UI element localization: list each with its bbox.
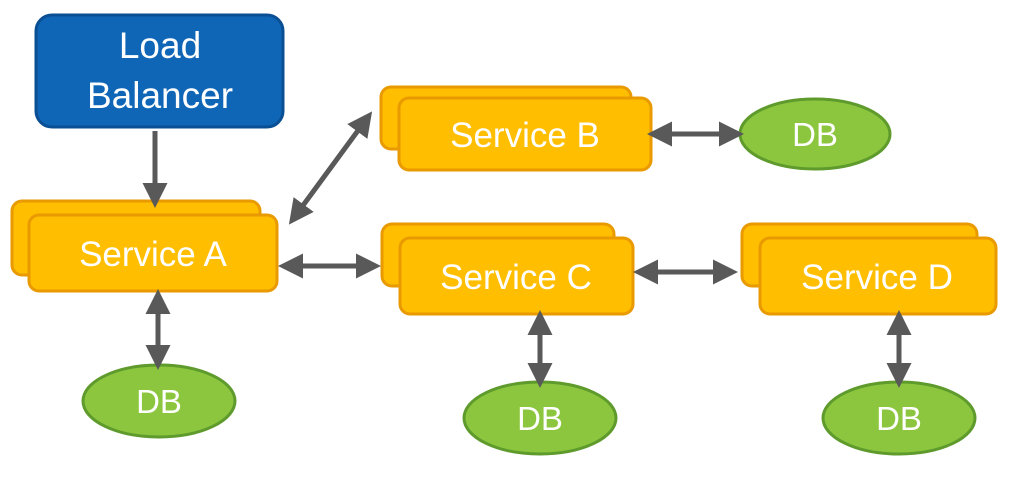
- service-d-label: Service D: [801, 258, 953, 297]
- service-a-label: Service A: [79, 235, 227, 274]
- service-b-node: Service B: [379, 85, 653, 172]
- db-a-node: DB: [81, 363, 237, 439]
- db-c-node: DB: [462, 380, 618, 456]
- service-c-node: Service C: [380, 222, 635, 316]
- service-d-node: Service D: [740, 222, 998, 316]
- db-b-label: DB: [792, 116, 838, 153]
- load-balancer-label-line1: Load: [119, 25, 201, 66]
- db-a-label: DB: [136, 383, 182, 420]
- service-c-label: Service C: [440, 258, 592, 297]
- arrow-service-a-to-service-b: [288, 111, 373, 225]
- db-c-label: DB: [517, 400, 563, 437]
- db-b-node: DB: [738, 97, 892, 171]
- service-b-label: Service B: [450, 116, 600, 155]
- service-a-node: Service A: [10, 199, 279, 293]
- load-balancer-node: Load Balancer: [34, 13, 285, 129]
- db-d-label: DB: [876, 400, 922, 437]
- db-d-node: DB: [821, 380, 977, 456]
- load-balancer-label-line2: Balancer: [87, 75, 233, 116]
